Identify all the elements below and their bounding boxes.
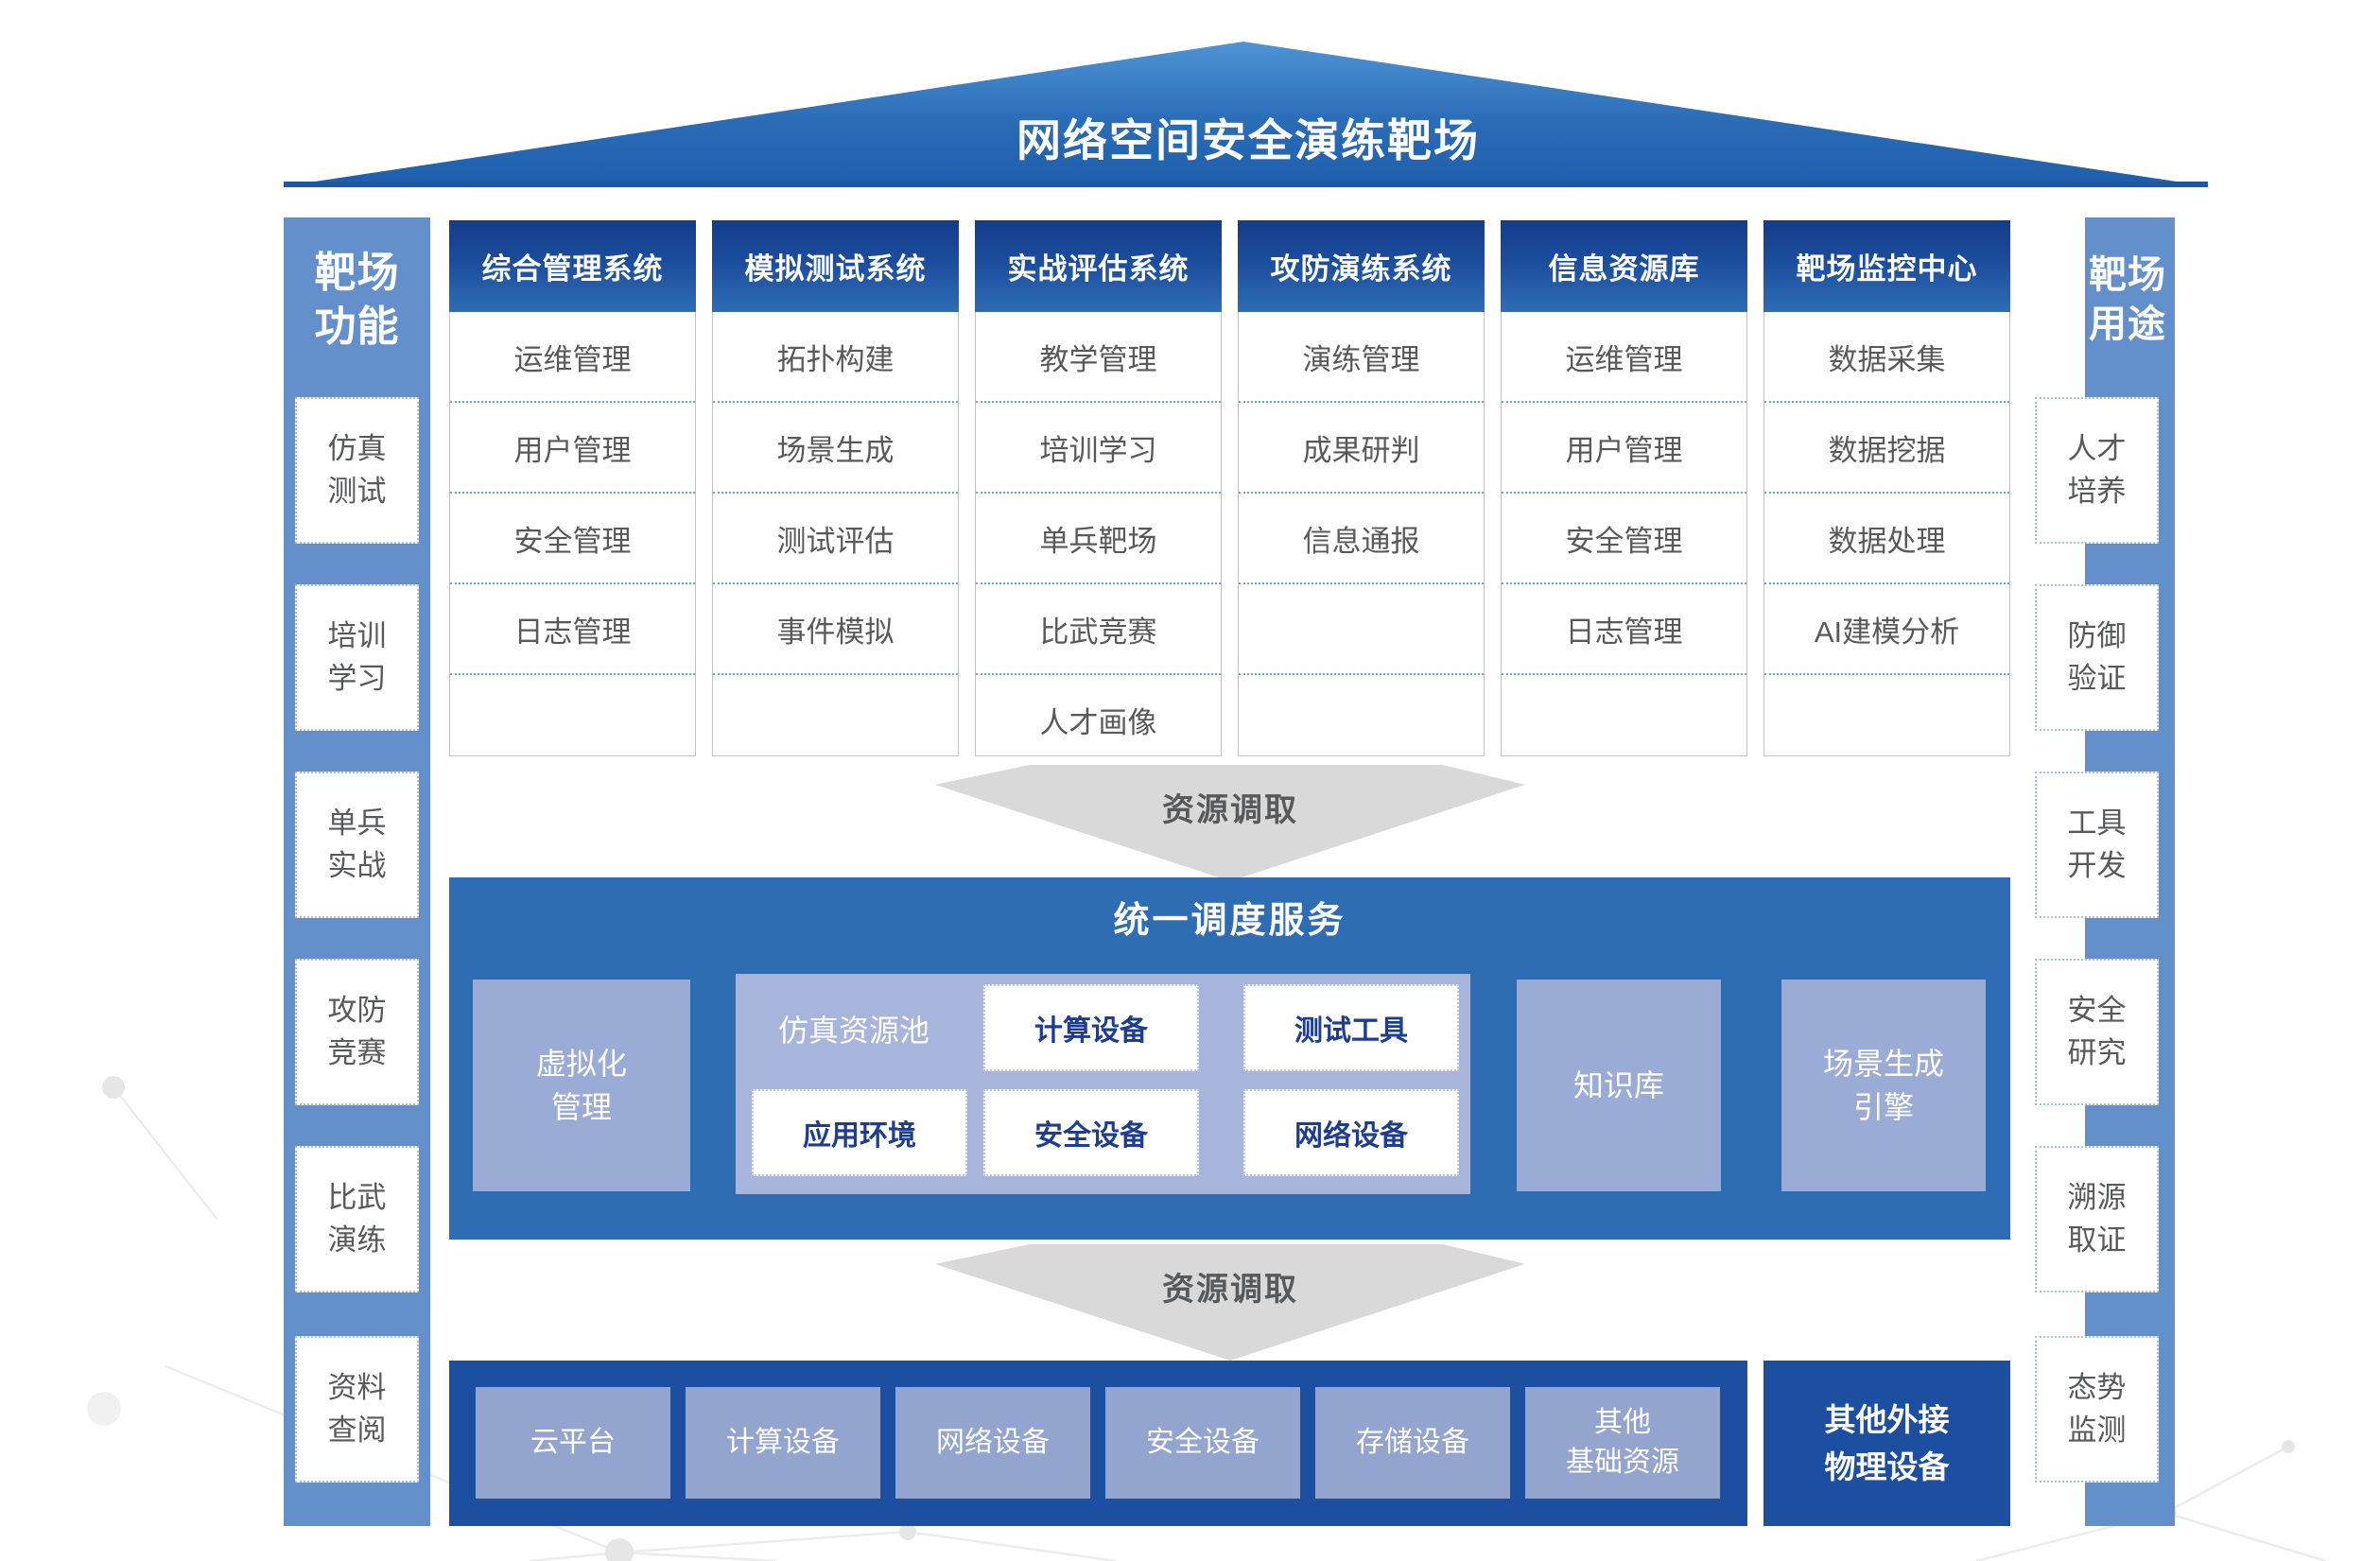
virtualization-management-box: 虚拟化 管理 <box>473 980 690 1191</box>
left-sidebar-title: 靶场 功能 <box>314 249 400 350</box>
system-item: 日志管理 <box>1502 584 1746 675</box>
system-item <box>1502 675 1746 764</box>
infrastructure-item: 存储设备 <box>1315 1387 1510 1499</box>
left-sidebar-item: 仿真 测试 <box>295 397 419 544</box>
right-sidebar-item: 人才 培养 <box>2035 397 2159 544</box>
system-column-header: 信息资源库 <box>1501 220 1747 312</box>
external-physical-devices-box: 其他外接 物理设备 <box>1763 1361 2010 1526</box>
infrastructure-item: 网络设备 <box>895 1387 1090 1499</box>
system-column-body: 运维管理 用户管理 安全管理 日志管理 <box>1501 312 1747 756</box>
system-item: 单兵靶场 <box>976 494 1221 584</box>
right-sidebar-title: 靶场 用途 <box>2089 254 2166 345</box>
system-item: 拓扑构建 <box>713 312 958 403</box>
left-sidebar-item: 比武 演练 <box>295 1146 419 1292</box>
system-column-body: 演练管理 成果研判 信息通报 <box>1238 312 1485 756</box>
pool-item: 测试工具 <box>1243 984 1459 1071</box>
right-sidebar-item: 溯源 取证 <box>2035 1146 2159 1292</box>
pool-item: 计算设备 <box>983 984 1199 1071</box>
simulation-resource-pool-label: 仿真资源池 <box>777 1014 929 1048</box>
system-item <box>450 675 695 764</box>
system-column-body: 数据采集 数据挖据 数据处理 AI建模分析 <box>1763 312 2010 756</box>
system-item: 运维管理 <box>1502 312 1746 403</box>
right-sidebar-item: 防御 验证 <box>2035 584 2159 731</box>
page-title: 网络空间安全演练靶场 <box>1016 114 1480 165</box>
infrastructure-item: 安全设备 <box>1105 1387 1300 1499</box>
right-sidebar-item: 态势 监测 <box>2035 1336 2159 1483</box>
system-item: 数据挖据 <box>1764 403 2009 494</box>
system-column-header: 模拟测试系统 <box>712 220 959 312</box>
pool-item: 应用环境 <box>752 1089 967 1176</box>
left-sidebar-item: 攻防 竞赛 <box>295 959 419 1105</box>
system-column-body: 教学管理 培训学习 单兵靶场 比武竞赛 人才画像 <box>975 312 1222 756</box>
system-item: 教学管理 <box>976 312 1221 403</box>
system-item: 事件模拟 <box>713 584 958 675</box>
system-column-header: 综合管理系统 <box>449 220 696 312</box>
left-sidebar-item: 单兵 实战 <box>295 772 419 918</box>
system-column-body: 拓扑构建 场景生成 测试评估 事件模拟 <box>712 312 959 756</box>
pool-item: 网络设备 <box>1243 1089 1459 1176</box>
infrastructure-item: 云平台 <box>476 1387 670 1499</box>
system-item: 用户管理 <box>450 403 695 494</box>
system-item: 运维管理 <box>450 312 695 403</box>
system-item: 成果研判 <box>1239 403 1484 494</box>
system-item: 用户管理 <box>1502 403 1746 494</box>
infrastructure-item: 计算设备 <box>686 1387 880 1499</box>
resource-fetch-label: 资源调取 <box>1162 792 1298 828</box>
system-column-header: 实战评估系统 <box>975 220 1222 312</box>
system-item: 安全管理 <box>1502 494 1746 584</box>
infrastructure-item: 其他 基础资源 <box>1525 1387 1720 1499</box>
system-item: 数据采集 <box>1764 312 2009 403</box>
resource-fetch-label: 资源调取 <box>1162 1272 1298 1308</box>
left-sidebar-item: 培训 学习 <box>295 584 419 731</box>
system-item: 日志管理 <box>450 584 695 675</box>
system-item <box>1239 675 1484 764</box>
right-sidebar-item: 安全 研究 <box>2035 959 2159 1105</box>
scenario-generation-engine-box: 场景生成 引擎 <box>1781 980 1986 1191</box>
system-item <box>1239 584 1484 675</box>
system-item: 人才画像 <box>1039 705 1157 739</box>
system-item: 安全管理 <box>450 494 695 584</box>
system-item <box>1764 675 2009 764</box>
right-sidebar-item: 工具 开发 <box>2035 772 2159 918</box>
system-item: 场景生成 <box>713 403 958 494</box>
knowledge-base-box: 知识库 <box>1517 980 1721 1191</box>
system-item: 测试评估 <box>713 494 958 584</box>
system-item: 数据处理 <box>1764 494 2009 584</box>
system-item: 信息通报 <box>1239 494 1484 584</box>
pool-item: 安全设备 <box>983 1089 1199 1176</box>
system-column-body: 运维管理 用户管理 安全管理 日志管理 <box>449 312 696 756</box>
unified-scheduling-title: 统一调度服务 <box>1113 900 1346 941</box>
system-item <box>713 675 958 764</box>
system-item: AI建模分析 <box>1764 584 2009 675</box>
system-item: 演练管理 <box>1239 312 1484 403</box>
system-item: 培训学习 <box>976 403 1221 494</box>
system-column-header: 靶场监控中心 <box>1763 220 2010 312</box>
system-column-header: 攻防演练系统 <box>1238 220 1485 312</box>
roof-shape <box>284 42 2208 187</box>
left-sidebar-item: 资料 查阅 <box>295 1336 419 1483</box>
system-item: 比武竞赛 <box>976 584 1221 675</box>
